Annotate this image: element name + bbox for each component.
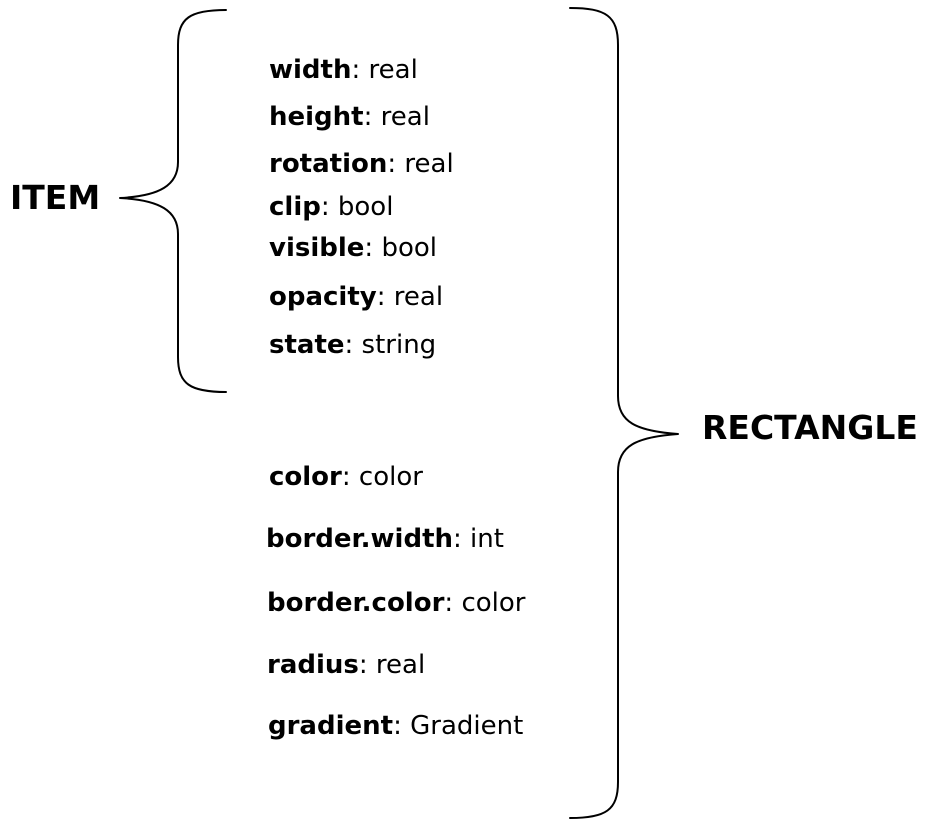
property-radius: radius: real bbox=[267, 652, 425, 678]
property-type: color bbox=[358, 462, 423, 492]
property-name: radius bbox=[267, 650, 359, 680]
property-separator: : bbox=[363, 102, 381, 132]
property-type: real bbox=[393, 282, 444, 312]
rectangle-group-label: RECTANGLE bbox=[702, 408, 918, 447]
property-name: gradient bbox=[268, 711, 394, 741]
property-opacity: opacity: real bbox=[269, 284, 443, 310]
property-type: bool bbox=[337, 192, 394, 222]
property-name: opacity bbox=[269, 282, 377, 312]
property-separator: : bbox=[344, 330, 362, 360]
property-separator: : bbox=[341, 462, 359, 492]
property-color: color: color bbox=[269, 464, 423, 490]
item-group-label: ITEM bbox=[10, 178, 101, 217]
property-separator: : bbox=[393, 711, 411, 741]
property-type: real bbox=[368, 55, 418, 85]
property-name: color bbox=[269, 462, 342, 492]
property-clip: clip: bool bbox=[269, 194, 393, 220]
property-height: height: real bbox=[269, 104, 430, 130]
property-type: real bbox=[380, 102, 430, 132]
property-separator: : bbox=[351, 55, 369, 85]
property-rotation: rotation: real bbox=[269, 151, 454, 177]
property-name: rotation bbox=[269, 149, 388, 179]
property-type: real bbox=[404, 149, 454, 179]
property-separator: : bbox=[376, 282, 394, 312]
property-name: state bbox=[269, 330, 345, 360]
item-brace bbox=[119, 9, 227, 393]
property-separator: : bbox=[364, 233, 382, 263]
property-type: Gradient bbox=[410, 711, 524, 741]
property-separator: : bbox=[444, 588, 462, 618]
rectangle-brace bbox=[569, 7, 679, 819]
property-type: int bbox=[470, 524, 504, 554]
property-border-color: border.color: color bbox=[267, 590, 525, 616]
property-separator: : bbox=[358, 650, 376, 680]
property-gradient: gradient: Gradient bbox=[268, 713, 523, 739]
property-name: border.color bbox=[267, 588, 445, 618]
property-state: state: string bbox=[269, 332, 436, 358]
property-type: real bbox=[375, 650, 426, 680]
property-name: clip bbox=[269, 192, 321, 222]
property-separator: : bbox=[320, 192, 338, 222]
property-name: border.width bbox=[266, 524, 454, 554]
property-visible: visible: bool bbox=[269, 235, 437, 261]
property-border-width: border.width: int bbox=[266, 526, 504, 552]
property-type: bool bbox=[381, 233, 437, 263]
property-separator: : bbox=[453, 524, 471, 554]
property-type: color bbox=[461, 588, 526, 618]
property-name: height bbox=[269, 102, 364, 132]
property-width: width: real bbox=[269, 57, 418, 83]
property-name: visible bbox=[269, 233, 365, 263]
property-separator: : bbox=[387, 149, 405, 179]
property-type: string bbox=[361, 330, 437, 360]
property-name: width bbox=[269, 55, 352, 85]
